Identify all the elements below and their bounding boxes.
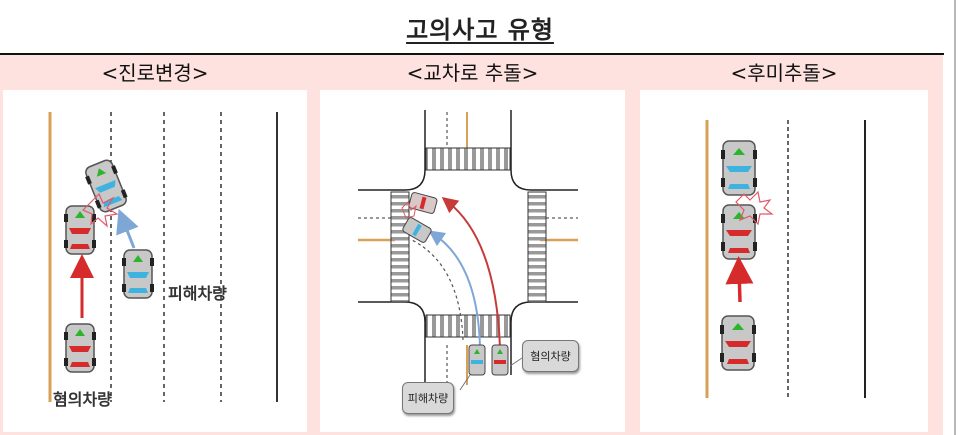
diagram-intersection-collision: 피해차량 혐의차량 <box>320 90 625 432</box>
panel-header-intersection-collision: <교차로 추돌> <box>406 61 539 85</box>
victim-vehicle-callout: 피해차량 <box>402 382 454 414</box>
title-underline-rule <box>0 53 944 55</box>
suspect-vehicle-start-icon <box>63 323 97 373</box>
crosswalk-south <box>425 314 511 338</box>
victim-vehicle-start-icon <box>121 249 155 299</box>
suspect-vehicle-collided-icon <box>720 204 758 260</box>
panel-header-lane-change: <진로변경> <box>101 61 209 85</box>
victim-vehicle-start-icon <box>468 344 486 376</box>
victim-vehicle-icon <box>720 140 758 196</box>
suspect-vehicle-start-icon <box>491 344 509 376</box>
victim-vehicle-label: 피해차량 <box>168 284 227 303</box>
rear-end-illustration <box>705 120 866 398</box>
suspect-vehicle-start-icon <box>719 315 757 371</box>
victim-path-arrow <box>428 230 481 349</box>
suspect-path-arrow <box>441 197 501 349</box>
panel-header-rear-end-collision: <후미추돌> <box>730 61 838 85</box>
collision-burst-icon <box>735 190 774 226</box>
suspect-vehicle-label: 혐의차량 <box>53 390 112 409</box>
suspect-vehicle-collided-icon <box>408 192 438 214</box>
collision-burst-icon <box>81 192 119 228</box>
diagram-lane-change: 피해차량 혐의차량 <box>3 90 307 432</box>
crosswalk-east <box>527 191 547 303</box>
intersection-illustration <box>358 110 578 391</box>
right-edge-border <box>954 0 956 435</box>
suspect-vehicle-callout: 혐의차량 <box>522 340 579 372</box>
crosswalk-north <box>425 147 511 171</box>
suspect-path-arrow <box>725 256 754 303</box>
crosswalk-west <box>390 191 410 303</box>
lane-change-illustration <box>48 112 278 402</box>
victim-vehicle-collided-icon <box>402 217 432 243</box>
suspect-vehicle-icon <box>63 205 97 255</box>
victim-path-arrow <box>116 208 139 249</box>
page-title: 고의사고 유형 <box>406 16 554 44</box>
diagram-rear-end-collision <box>640 90 928 432</box>
